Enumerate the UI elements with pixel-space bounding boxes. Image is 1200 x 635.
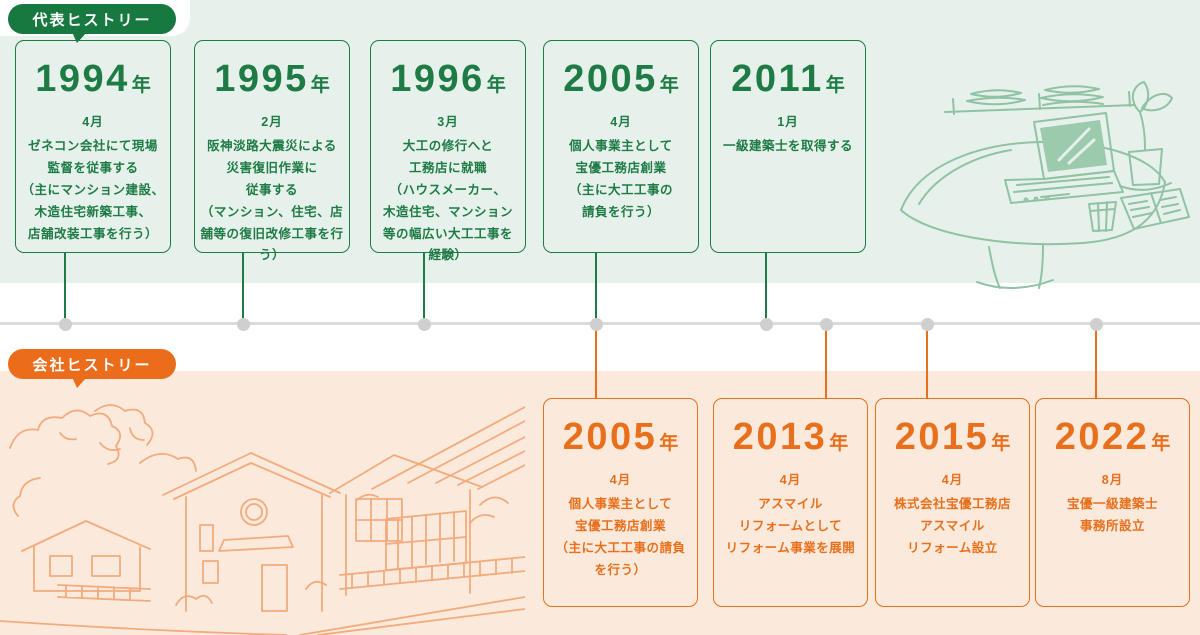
timeline-dot [237,318,250,331]
connector-2011 [765,252,767,323]
rep-card-2005: 2005 年 4月 個人事業主として 宝優工務店創業 （主に大工工事の 請負を行… [543,40,699,253]
card-year-number: 2005 [562,416,658,458]
card-year: 1996 年 [371,60,525,98]
representative-history-badge-label: 代表ヒストリー [32,11,152,29]
card-month: 3月 [437,115,459,129]
timeline-dot [418,318,431,331]
timeline-dot [921,318,934,331]
connector-2015 [926,325,928,398]
card-body: ゼネコン会社にて現場 監督を従事する （主にマンション建設、 木造住宅新築工事、… [21,139,165,241]
card-year: 2015 年 [876,418,1029,456]
rep-card-2011: 2011 年 1月 一級建築士を取得する [710,40,866,253]
timeline-dot [590,318,603,331]
company-card-2005: 2005 年 4月 個人事業主として 宝優工務店創業 （主に大工工事の請負 を行… [543,398,698,607]
card-month: 8月 [1101,473,1124,487]
company-card-2013: 2013 年 4月 アスマイル リフォームとして リフォーム事業を展開 [713,398,868,607]
card-year: 2022 年 [1036,418,1189,456]
card-month: 4月 [82,115,104,129]
company-card-2022: 2022 年 8月 宝優一級建築士 事務所設立 [1035,398,1190,607]
card-body: 一級建築士を取得する [722,139,853,153]
card-month: 4月 [609,473,632,487]
connector-2005-rep [595,252,597,323]
connector-1996 [423,252,425,323]
card-body: 大工の修行へと 工務店に就職 （ハウスメーカー、 木造住宅、マンション 等の幅広… [382,139,513,263]
badge-tail [72,377,87,388]
card-year-number: 2011 [731,58,824,100]
card-year: 1994 年 [16,60,170,98]
card-body: 株式会社宝優工務店 アスマイル リフォーム設立 [893,497,1011,555]
card-month: 4月 [610,115,632,129]
representative-history-badge: 代表ヒストリー [8,4,176,43]
card-year-suffix: 年 [825,75,845,96]
card-year-suffix: 年 [131,75,151,96]
card-year-number: 2015 [894,416,990,458]
card-year-number: 2022 [1054,416,1150,458]
connector-2013 [825,325,827,398]
company-history-badge-label: 会社ヒストリー [32,356,152,374]
card-month: 4月 [779,473,802,487]
timeline-dot [1090,318,1103,331]
card-body: 個人事業主として 宝優工務店創業 （主に大工工事の請負 を行う） [555,497,686,577]
card-year-suffix: 年 [991,433,1011,454]
connector-2005-company [595,325,597,398]
card-year-number: 2005 [563,58,658,100]
card-year-suffix: 年 [486,75,506,96]
card-year: 2013 年 [714,418,867,456]
card-year: 2005 年 [544,60,698,98]
card-year-suffix: 年 [829,433,849,454]
card-month: 4月 [941,473,964,487]
card-year-suffix: 年 [310,75,330,96]
timeline-dot [59,318,72,331]
card-body: アスマイル リフォームとして リフォーム事業を展開 [725,497,856,555]
timeline-dot [820,318,833,331]
rep-card-1994: 1994 年 4月 ゼネコン会社にて現場 監督を従事する （主にマンション建設、… [15,40,171,253]
connector-2022 [1095,325,1097,398]
connector-1995 [242,252,244,323]
card-year-suffix: 年 [659,433,679,454]
card-year-number: 1995 [214,58,309,100]
card-year: 2011 年 [711,60,865,98]
company-history-badge: 会社ヒストリー [8,349,176,388]
card-year-suffix: 年 [659,75,679,96]
card-year-suffix: 年 [1151,433,1171,454]
card-month: 2月 [261,115,283,129]
card-body: 宝優一級建築士 事務所設立 [1066,497,1158,533]
company-card-2015: 2015 年 4月 株式会社宝優工務店 アスマイル リフォーム設立 [875,398,1030,607]
timeline-dot [760,318,773,331]
card-body: 阪神淡路大震災による 災害復旧作業に 従事する （マンション、住宅、店 舗等の復… [200,139,344,263]
card-year: 2005 年 [544,418,697,456]
rep-card-1995: 1995 年 2月 阪神淡路大震災による 災害復旧作業に 従事する （マンション… [194,40,350,262]
card-year-number: 2013 [732,416,828,458]
card-year-number: 1996 [390,58,485,100]
card-month: 1月 [777,115,799,129]
card-body: 個人事業主として 宝優工務店創業 （主に大工工事の 請負を行う） [568,139,673,219]
rep-card-1996: 1996 年 3月 大工の修行へと 工務店に就職 （ハウスメーカー、 木造住宅、… [370,40,526,262]
connector-1994 [64,252,66,323]
card-year: 1995 年 [195,60,349,98]
badge-tail [72,32,87,43]
card-year-number: 1994 [35,58,130,100]
